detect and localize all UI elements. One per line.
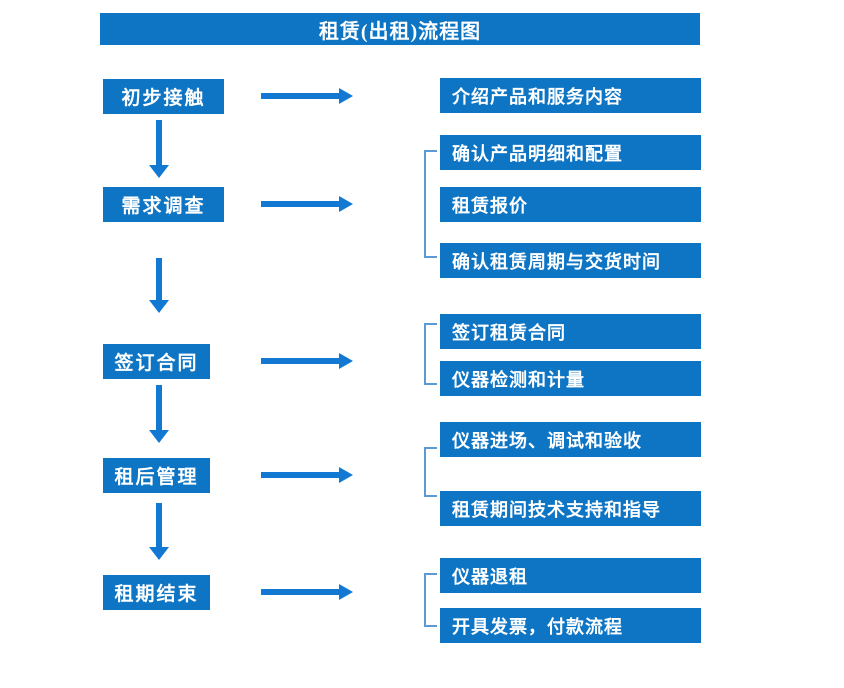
arrow-shaft [261, 358, 340, 364]
group-bracket-icon [424, 150, 437, 258]
detail-label: 仪器退租 [452, 566, 528, 587]
right-arrow-icon [261, 467, 353, 483]
detail-box-invoice-payment: 开具发票，付款流程 [440, 608, 701, 643]
detail-box-confirm-product-details: 确认产品明细和配置 [440, 135, 701, 170]
arrow-shaft [156, 503, 162, 547]
arrow-head [149, 547, 169, 560]
step-label: 租期结束 [114, 584, 199, 605]
detail-label: 介绍产品和服务内容 [452, 86, 623, 107]
step-label: 租后管理 [114, 467, 199, 488]
detail-box-confirm-rental-period: 确认租赁周期与交货时间 [440, 243, 701, 278]
detail-box-rental-quote: 租赁报价 [440, 187, 701, 222]
arrow-shaft [156, 385, 162, 430]
group-bracket-icon [424, 447, 437, 497]
title-bar: 租赁(出租)流程图 [100, 13, 700, 45]
step-label: 签订合同 [114, 353, 199, 374]
detail-label: 签订租赁合同 [452, 322, 566, 343]
right-arrow-icon [261, 353, 353, 369]
arrow-shaft [261, 201, 340, 207]
step-box-demand-survey: 需求调查 [103, 187, 224, 222]
arrow-head [339, 88, 353, 104]
arrow-shaft [261, 589, 340, 595]
detail-box-instrument-setup-acceptance: 仪器进场、调试和验收 [440, 422, 701, 457]
arrow-shaft [261, 472, 340, 478]
step-box-initial-contact: 初步接触 [103, 79, 224, 114]
detail-label: 开具发票，付款流程 [452, 616, 623, 637]
step-label: 需求调查 [121, 196, 206, 217]
detail-box-sign-rental-contract: 签订租赁合同 [440, 314, 701, 349]
arrow-shaft [156, 120, 162, 165]
step-box-rental-end: 租期结束 [103, 575, 210, 610]
detail-box-introduce-products: 介绍产品和服务内容 [440, 78, 701, 113]
detail-box-technical-support: 租赁期间技术支持和指导 [440, 491, 701, 526]
arrow-head [339, 353, 353, 369]
step-label: 初步接触 [121, 88, 206, 109]
detail-label: 仪器进场、调试和验收 [452, 430, 642, 451]
detail-label: 确认产品明细和配置 [452, 143, 623, 164]
down-arrow-icon [149, 258, 169, 313]
arrow-head [339, 467, 353, 483]
page-title: 租赁(出租)流程图 [318, 20, 482, 43]
detail-label: 仪器检测和计量 [452, 369, 585, 390]
detail-box-instrument-return: 仪器退租 [440, 558, 701, 593]
detail-label: 确认租赁周期与交货时间 [452, 251, 661, 272]
right-arrow-icon [261, 88, 353, 104]
detail-label: 租赁期间技术支持和指导 [452, 499, 661, 520]
arrow-head [149, 430, 169, 443]
step-box-sign-contract: 签订合同 [103, 344, 210, 379]
down-arrow-icon [149, 385, 169, 443]
step-box-post-rental-management: 租后管理 [103, 458, 210, 493]
right-arrow-icon [261, 584, 353, 600]
down-arrow-icon [149, 120, 169, 178]
arrow-head [339, 196, 353, 212]
detail-box-instrument-testing: 仪器检测和计量 [440, 361, 701, 396]
arrow-head [149, 300, 169, 313]
group-bracket-icon [424, 573, 437, 627]
down-arrow-icon [149, 503, 169, 560]
arrow-head [149, 165, 169, 178]
right-arrow-icon [261, 196, 353, 212]
arrow-shaft [261, 93, 340, 99]
group-bracket-icon [424, 323, 437, 385]
detail-label: 租赁报价 [452, 195, 528, 216]
arrow-head [339, 584, 353, 600]
arrow-shaft [156, 258, 162, 300]
